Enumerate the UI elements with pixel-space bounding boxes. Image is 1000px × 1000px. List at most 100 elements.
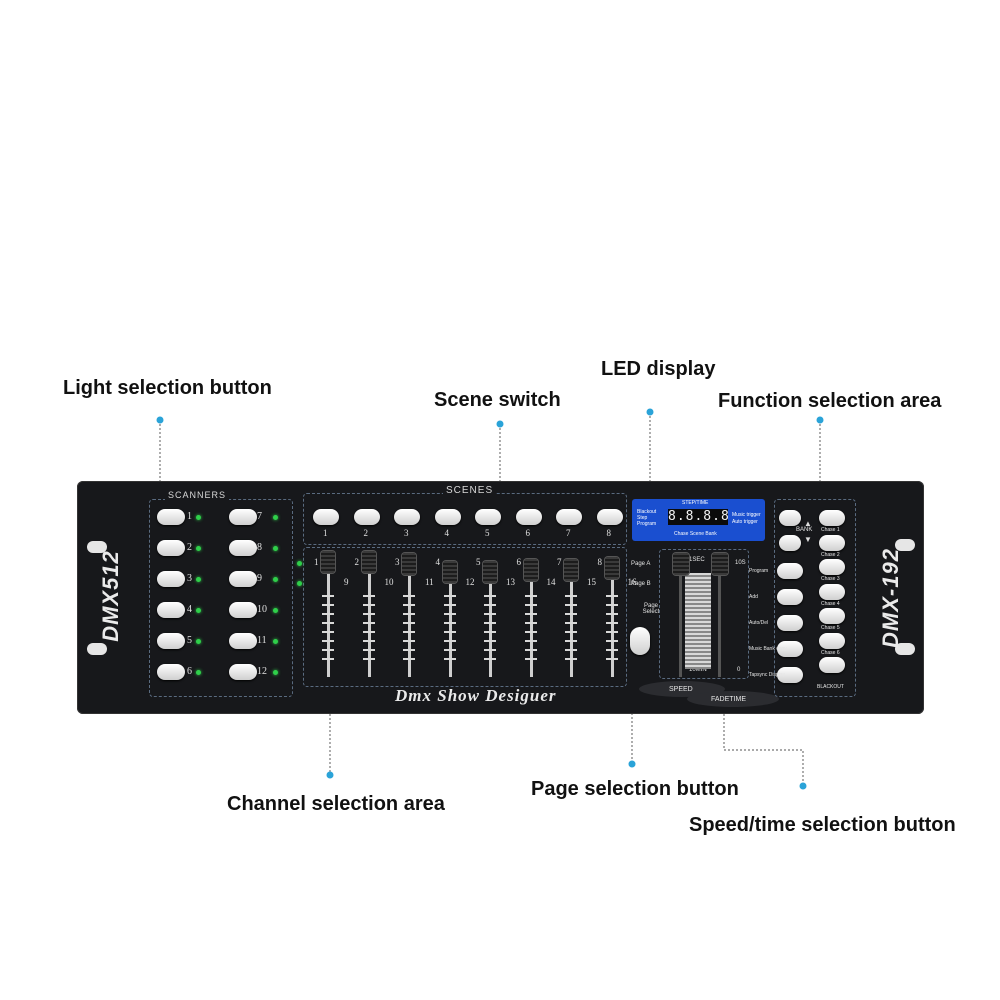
fader-tick — [565, 649, 577, 651]
scanner-number: 2 — [187, 542, 192, 553]
scanner-button[interactable] — [229, 571, 257, 587]
scanner-button[interactable] — [157, 633, 185, 649]
scenes-label: SCENES — [443, 485, 497, 496]
fade-fader-knob[interactable] — [712, 553, 728, 575]
scene-button[interactable] — [596, 509, 623, 525]
scanner-number: 4 — [187, 604, 192, 615]
fader-tick — [322, 622, 334, 624]
function-panel — [774, 499, 856, 697]
scanner-button[interactable] — [157, 664, 185, 680]
display-line: Program — [637, 521, 657, 527]
fader-tick — [403, 658, 415, 660]
callout-led-display: LED display — [601, 358, 716, 380]
display-line: Music trigger — [732, 512, 761, 518]
fader-tick — [443, 658, 456, 660]
page-a-label: Page A — [631, 561, 651, 567]
channel-selection-dot — [326, 771, 334, 779]
chase-button[interactable] — [819, 608, 845, 624]
scanner-button[interactable] — [157, 602, 185, 618]
channel-fader-knob[interactable] — [321, 551, 335, 573]
channel-number: 15 — [587, 577, 596, 587]
fader-tick — [484, 631, 496, 633]
function-button[interactable] — [777, 589, 803, 605]
bank-label: BANK — [796, 527, 813, 533]
fader-tick — [484, 622, 496, 624]
channel-fader-knob[interactable] — [361, 551, 376, 573]
fader-tick — [524, 631, 537, 633]
scanner-button[interactable] — [229, 540, 257, 556]
scene-number: 6 — [525, 528, 531, 538]
fader-tick — [322, 631, 334, 633]
function-button[interactable] — [777, 667, 803, 683]
bank-down-button[interactable] — [779, 535, 801, 551]
channel-fader-knob[interactable] — [483, 561, 497, 583]
speed-label-top-right: 10S — [735, 560, 746, 566]
fader-tick — [443, 595, 456, 597]
chase-label: Chase 5 — [821, 625, 840, 631]
scene-button[interactable] — [475, 509, 501, 525]
scanner-button[interactable] — [157, 571, 185, 587]
scene-button[interactable] — [556, 509, 582, 525]
scanner-led — [273, 515, 278, 520]
function-label: Tapsync Display — [749, 672, 786, 678]
scanner-led — [273, 577, 278, 582]
scene-number: 2 — [363, 528, 369, 538]
speed-scale — [685, 573, 711, 669]
scene-button[interactable] — [515, 509, 542, 525]
display-line: Blackout — [637, 509, 657, 515]
scene-button[interactable] — [313, 509, 339, 525]
scene-button[interactable] — [434, 509, 461, 525]
chase-button[interactable] — [819, 584, 845, 600]
scanner-led — [273, 546, 278, 551]
function-button[interactable] — [777, 615, 803, 631]
chase-button[interactable] — [819, 559, 845, 575]
scene-button[interactable] — [353, 509, 380, 525]
channel-fader-knob[interactable] — [523, 559, 538, 581]
function-label: Add — [749, 594, 758, 600]
scanner-led — [196, 515, 201, 520]
fader-tick — [362, 649, 375, 651]
chase-button[interactable] — [819, 633, 845, 649]
fader-tick — [403, 604, 415, 606]
function-label: Music Bank copy — [749, 646, 787, 652]
chase-button[interactable] — [819, 535, 845, 551]
fader-tick — [605, 613, 618, 615]
channel-fader-knob[interactable] — [402, 553, 416, 575]
scene-number: 3 — [404, 528, 409, 538]
function-label: Program — [749, 568, 769, 574]
fader-tick — [443, 613, 456, 615]
scanner-number: 11 — [257, 635, 267, 646]
channel-fader-knob[interactable] — [564, 559, 578, 581]
channel-number: 5 — [476, 557, 481, 567]
scanner-number: 12 — [257, 666, 267, 677]
scanner-button[interactable] — [157, 540, 185, 556]
scanner-led — [196, 546, 201, 551]
fader-tick — [524, 649, 537, 651]
page-select-button[interactable] — [630, 627, 650, 655]
fader-tick — [403, 640, 415, 642]
fader-tick — [565, 604, 577, 606]
scanner-button[interactable] — [229, 602, 257, 618]
fader-tick — [605, 640, 618, 642]
function-button[interactable] — [777, 563, 803, 579]
scanner-button[interactable] — [229, 664, 257, 680]
scanner-button[interactable] — [229, 509, 257, 525]
scanner-number: 10 — [257, 604, 267, 615]
speed-fader-knob[interactable] — [673, 553, 689, 575]
blackout-button[interactable] — [819, 657, 845, 673]
scanner-button[interactable] — [229, 633, 257, 649]
channel-fader-knob[interactable] — [442, 561, 457, 583]
channel-fader-knob[interactable] — [604, 557, 619, 579]
function-button[interactable] — [777, 641, 803, 657]
fader-tick — [605, 631, 618, 633]
channel-number: 9 — [344, 577, 349, 587]
bank-up-button[interactable] — [779, 510, 801, 526]
chase-button[interactable] — [819, 510, 845, 526]
fader-tick — [565, 631, 577, 633]
led-display-dot — [646, 408, 654, 416]
speed-label: SPEED — [669, 686, 693, 693]
scanner-number: 9 — [257, 573, 262, 584]
scanner-button[interactable] — [157, 509, 185, 525]
scanner-led — [273, 670, 278, 675]
scene-button[interactable] — [394, 509, 420, 525]
